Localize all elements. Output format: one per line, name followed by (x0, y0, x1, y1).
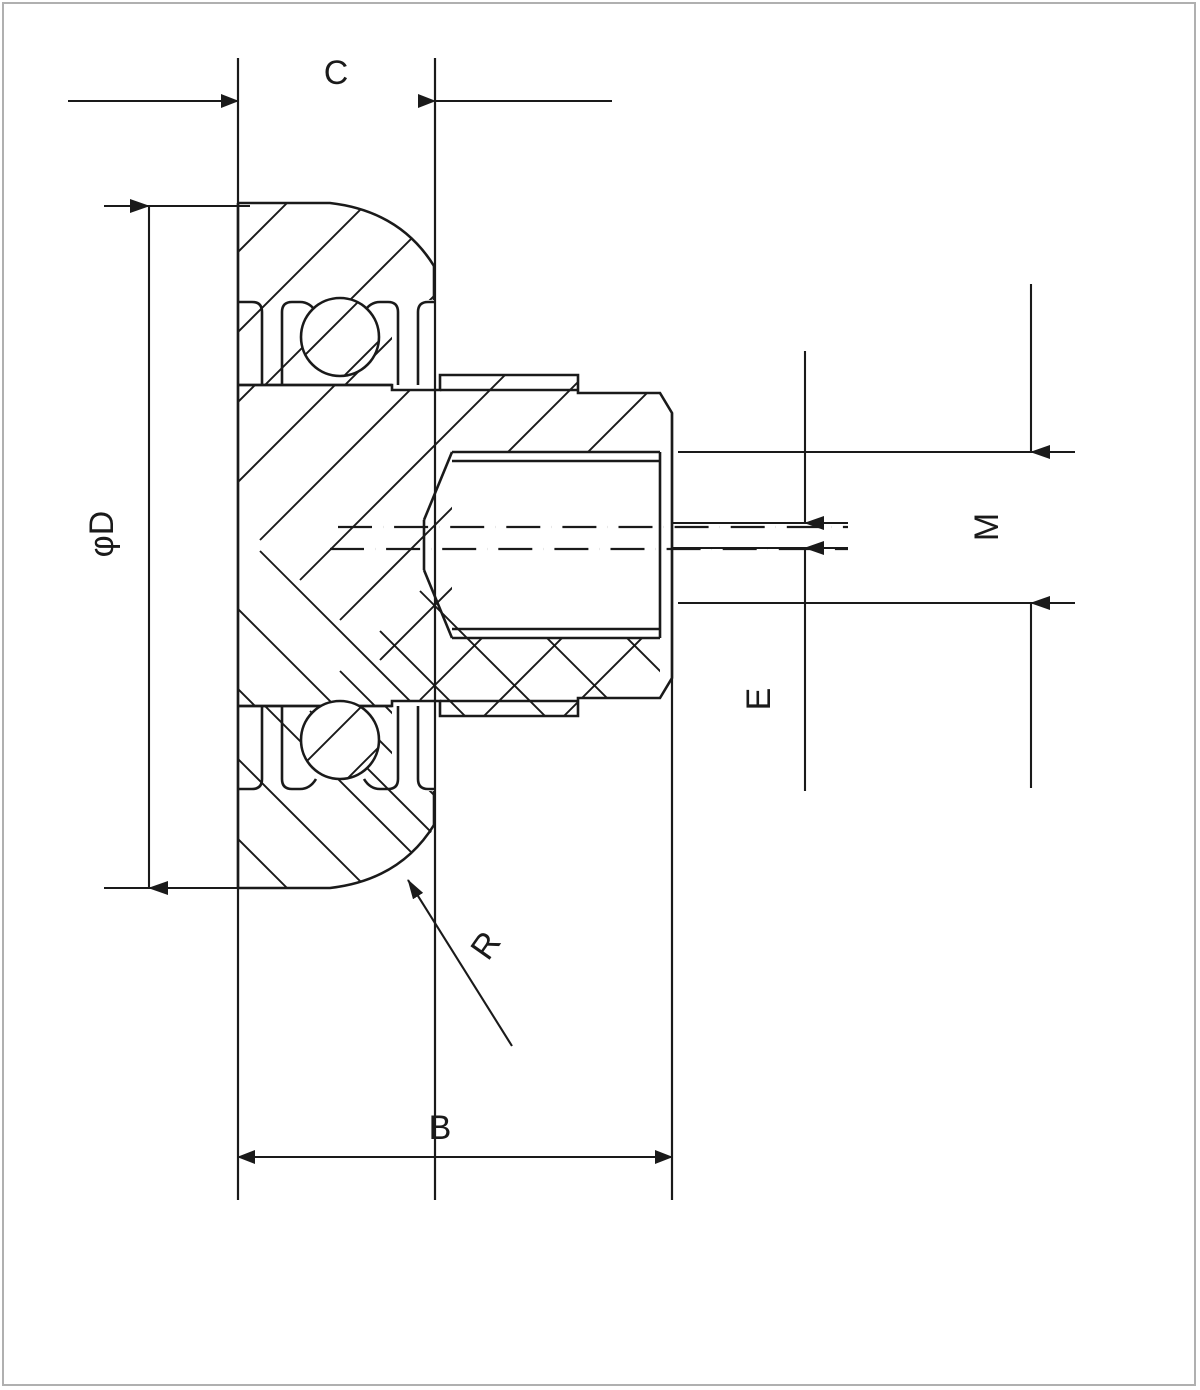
dimension-E (672, 351, 848, 791)
dimension-R (407, 879, 513, 1047)
bearing-cross-section (236, 201, 848, 890)
dim-label-B: B (429, 1109, 452, 1147)
dimension-labels: C φD E M B R (83, 54, 1006, 1147)
leader-line-r (407, 879, 513, 1047)
dim-label-M: M (968, 513, 1006, 541)
dimension-M (678, 284, 1075, 788)
inner-hub-body (236, 373, 674, 718)
dim-label-phiD: φD (83, 511, 121, 558)
ball-top (299, 296, 381, 378)
dim-label-E: E (740, 688, 778, 711)
dimension-phiD (104, 199, 250, 895)
dimension-annotations (68, 58, 1075, 1200)
dim-label-R: R (463, 925, 508, 967)
bore-centerlines (330, 525, 848, 551)
dimension-C (68, 58, 612, 1200)
dimension-B (237, 413, 674, 1200)
dim-label-C: C (324, 54, 349, 92)
